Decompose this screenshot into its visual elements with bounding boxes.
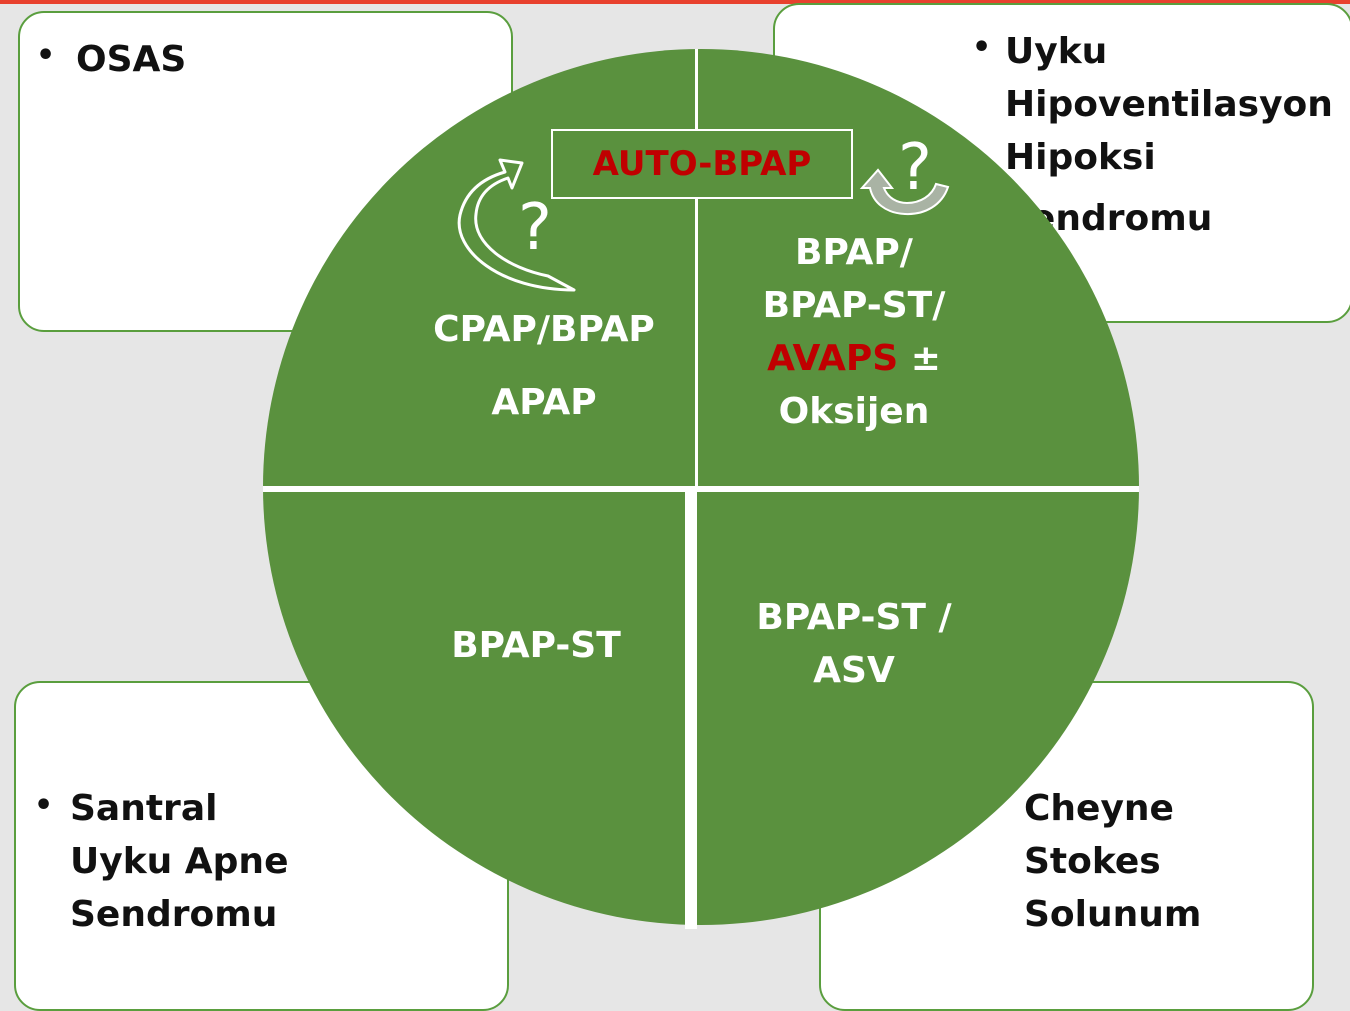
- cheyne-stokes-line-3: Solunum: [1024, 894, 1202, 935]
- oksijen-label: Oksijen: [778, 391, 930, 432]
- cheyne-stokes-line-2: Stokes: [1024, 841, 1161, 882]
- bpap-label: BPAP/: [795, 232, 913, 273]
- osas-label: OSAS: [76, 39, 187, 80]
- hypoventilation-line-1: Uyku: [1005, 31, 1108, 72]
- card-cheyne-stokes-text: Cheyne Stokes Solunum: [1024, 782, 1201, 941]
- question-mark-left: ?: [518, 191, 552, 265]
- bullet-icon: •: [972, 30, 992, 65]
- central-apnea-line-3: Sendromu: [70, 894, 278, 935]
- bullet-icon: •: [36, 38, 56, 73]
- quadrant-bottom-left-text: BPAP-ST: [420, 619, 652, 672]
- curved-arrow-up-icon: [457, 158, 576, 292]
- hypoventilation-line-3: Hipoksi: [1005, 137, 1156, 178]
- apap-label: APAP: [491, 382, 597, 423]
- bpap-st-asv-label: BPAP-ST /: [756, 597, 952, 638]
- curved-arrow-down-icon: [859, 168, 950, 216]
- hypoventilation-line-2: Hipoventilasyon: [1005, 84, 1333, 125]
- cpap-bpap-label: CPAP/BPAP: [433, 309, 655, 350]
- avaps-line: AVAPS ±: [736, 332, 972, 385]
- plus-minus-label: ±: [898, 338, 941, 379]
- bpap-st-bottom-label: BPAP-ST: [451, 625, 621, 666]
- top-accent-bar: [0, 0, 1350, 4]
- cheyne-stokes-line-1: Cheyne: [1024, 788, 1174, 829]
- avaps-label: AVAPS: [767, 338, 899, 379]
- bullet-icon: •: [34, 788, 54, 823]
- auto-bpap-label: AUTO-BPAP: [592, 144, 812, 184]
- bpap-st-label: BPAP-ST/: [762, 285, 946, 326]
- quadrant-top-right-text: BPAP/ BPAP-ST/ AVAPS ± Oksijen: [736, 226, 972, 438]
- quadrant-bottom-left: [263, 492, 685, 925]
- card-central-apnea-text: Santral Uyku Apne Sendromu: [70, 782, 288, 941]
- central-apnea-line-1: Santral: [70, 788, 218, 829]
- asv-label: ASV: [813, 650, 895, 691]
- card-osas-text: OSAS: [76, 33, 186, 86]
- quadrant-bottom-right-text: BPAP-ST / ASV: [724, 591, 984, 697]
- auto-bpap-box: AUTO-BPAP: [551, 129, 853, 199]
- quadrant-top-left-text: CPAP/BPAP APAP: [428, 303, 660, 429]
- question-mark-right: ?: [898, 131, 932, 205]
- quadrant-bottom-right: [697, 492, 1139, 925]
- central-apnea-line-2: Uyku Apne: [70, 841, 289, 882]
